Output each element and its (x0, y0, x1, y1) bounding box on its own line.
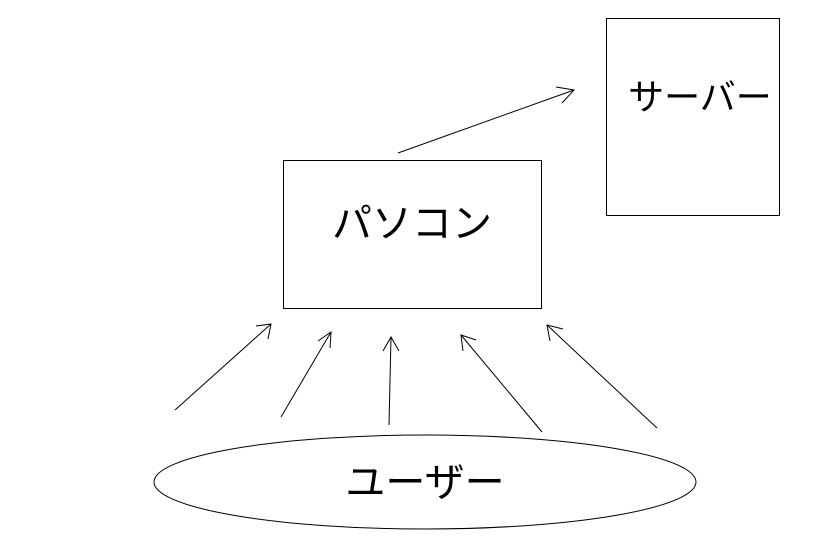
users-label: ユーザー (345, 460, 504, 506)
server-box (606, 18, 780, 216)
arrow-pc-to-server-line (397, 89, 575, 154)
users-ellipse (153, 434, 697, 530)
pc-box (283, 160, 542, 309)
arrow-user-to-pc-4 (460, 334, 543, 433)
arrow-user-to-pc-5-head (546, 324, 564, 342)
server-label: サーバー (628, 78, 772, 119)
arrow-user-to-pc-4-head (460, 334, 477, 352)
arrow-user-to-pc-1-head (255, 323, 272, 340)
server-node: サーバー (606, 18, 780, 216)
arrow-user-to-pc-2 (280, 331, 332, 418)
arrow-user-to-pc-2-head (317, 331, 332, 349)
arrow-user-to-pc-2-line (280, 331, 332, 418)
arrow-user-to-pc-1-line (174, 323, 272, 411)
arrow-user-to-pc-3-head (382, 335, 400, 352)
arrow-user-to-pc-4-line (460, 334, 543, 433)
users-node: ユーザー (153, 434, 697, 530)
pc-node: パソコン (283, 160, 542, 309)
arrow-user-to-pc-5 (546, 324, 658, 429)
arrow-user-to-pc-1 (174, 323, 272, 411)
arrow-user-to-pc-3 (382, 335, 400, 426)
pc-label: パソコン (332, 201, 492, 247)
arrow-user-to-pc-3-line (388, 336, 392, 426)
arrow-user-to-pc-5-line (546, 324, 658, 429)
arrow-pc-to-server-head (555, 86, 575, 104)
arrow-pc-to-server (397, 86, 575, 154)
